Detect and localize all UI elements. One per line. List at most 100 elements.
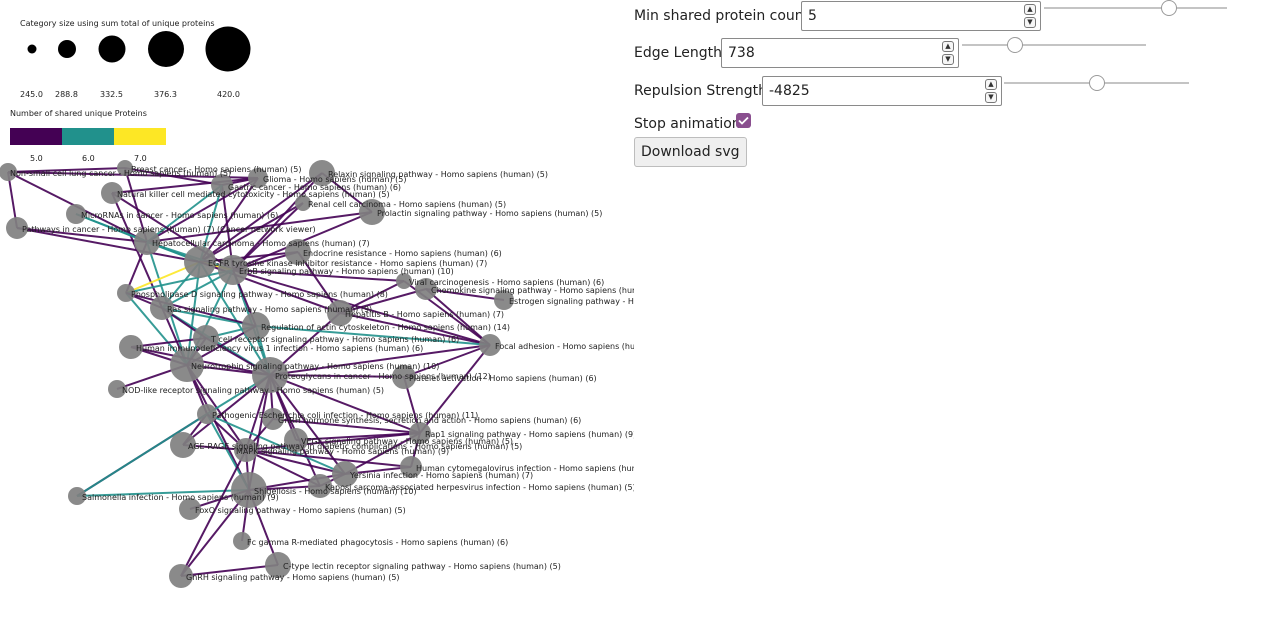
spin-up-icon[interactable]: ▲ [1024, 4, 1036, 15]
graph-node-gnrh[interactable] [169, 564, 193, 588]
size-legend-title: Category size using sum total of unique … [20, 19, 215, 28]
repulsion-row: Repulsion Strength [634, 79, 767, 103]
graph-edge [125, 292, 257, 327]
graph-node-fcgamma[interactable] [233, 532, 251, 550]
graph-node-egfr[interactable] [184, 246, 216, 278]
graph-node-focal[interactable] [479, 334, 501, 356]
color-legend-swatch-3 [114, 128, 166, 145]
graph-node-platelet[interactable] [392, 365, 416, 389]
graph-node-vegf[interactable] [284, 428, 308, 452]
graph-node-tcell[interactable] [193, 325, 219, 351]
graph-node-hepb[interactable] [327, 300, 353, 326]
edge-length-slider[interactable] [962, 37, 1146, 53]
min-shared-spinner[interactable]: ▲ ▼ [1024, 4, 1036, 28]
graph-node-pld[interactable] [117, 284, 135, 302]
graph-node-nod[interactable] [108, 380, 126, 398]
graph-node-label: Salmonella infection - Homo sapiens (hum… [82, 493, 279, 502]
size-legend-value-5: 420.0 [217, 90, 240, 99]
graph-node-gastric[interactable] [211, 174, 233, 196]
graph-edge [339, 288, 427, 314]
graph-node-label: Hepatitis B - Homo sapiens (human) (7) [345, 310, 504, 319]
graph-edge [76, 489, 250, 497]
graph-node-label: NOD-like receptor signaling pathway - Ho… [122, 386, 384, 395]
download-svg-button[interactable]: Download svg [634, 137, 747, 167]
graph-node-endocrine[interactable] [285, 239, 311, 265]
graph-node-nk[interactable] [101, 182, 123, 204]
graph-node-erbb[interactable] [218, 255, 248, 285]
graph-node-chemokine[interactable] [415, 278, 437, 300]
repulsion-input[interactable] [763, 77, 960, 105]
graph-node-label: ErbB signaling pathway - Homo sapiens (h… [239, 267, 454, 276]
graph-node-relaxin[interactable] [309, 160, 335, 186]
graph-edge [269, 374, 421, 434]
graph-node-hcmv[interactable] [400, 456, 422, 478]
graph-node-label: Human immunodeficiency virus 1 infection… [136, 344, 423, 353]
network-graph-svg[interactable]: Category size using sum total of unique … [0, 0, 634, 630]
spin-down-icon[interactable]: ▼ [985, 92, 997, 103]
repulsion-spinner[interactable]: ▲ ▼ [985, 79, 997, 103]
slider-thumb[interactable] [1089, 75, 1105, 91]
graph-node-salmonella[interactable] [68, 487, 86, 505]
graph-edge [186, 364, 250, 491]
graph-node-neuro[interactable] [170, 348, 204, 382]
graph-node-ctype[interactable] [265, 552, 291, 578]
graph-node-ras[interactable] [150, 296, 174, 320]
min-shared-input-box[interactable]: ▲ ▼ [801, 1, 1041, 31]
repulsion-input-box[interactable]: ▲ ▼ [762, 76, 1002, 106]
spin-up-icon[interactable]: ▲ [942, 41, 954, 52]
graph-node-proteo[interactable] [252, 357, 288, 393]
graph-node-nsclc[interactable] [0, 163, 17, 181]
graph-node-hiv[interactable] [119, 335, 143, 359]
slider-thumb[interactable] [1161, 0, 1177, 16]
graph-node-kshv[interactable] [308, 474, 332, 498]
color-legend-value-3: 7.0 [134, 154, 147, 163]
graph-node-label: Glioma - Homo sapiens (human) (5) [263, 175, 406, 184]
graph-edge [199, 251, 299, 263]
graph-node-hcc[interactable] [134, 229, 160, 255]
graph-node-actin[interactable] [242, 312, 270, 340]
graph-node-label: Kaposi sarcoma-associated herpesvirus in… [325, 483, 634, 492]
graph-node-age[interactable] [170, 432, 196, 458]
graph-node-viral[interactable] [396, 273, 412, 289]
edge-length-input[interactable] [722, 39, 917, 67]
graph-node-mapk[interactable] [234, 438, 258, 462]
slider-thumb[interactable] [1007, 37, 1023, 53]
spin-down-icon[interactable]: ▼ [1024, 17, 1036, 28]
spin-up-icon[interactable]: ▲ [985, 79, 997, 90]
graph-node-gnrh_syn[interactable] [262, 408, 284, 430]
graph-node-label: Viral carcinogenesis - Homo sapiens (hum… [409, 278, 604, 287]
graph-node-glioma[interactable] [248, 168, 268, 188]
color-legend-value-1: 5.0 [30, 154, 43, 163]
graph-node-breast[interactable] [117, 160, 133, 176]
controls-panel: Min shared protein count ▲ ▼ Edge Length… [634, 0, 1282, 200]
graph-node-renal[interactable] [295, 195, 311, 211]
graph-node-label: MAPK signaling pathway - Homo sapiens (h… [236, 447, 449, 456]
graph-node-estrogen[interactable] [494, 290, 514, 310]
network-graph[interactable]: Category size using sum total of unique … [0, 0, 634, 630]
stop-animation-checkbox[interactable] [736, 113, 751, 128]
graph-edge [199, 202, 304, 263]
size-legend-circle-5 [205, 26, 251, 72]
edge-length-spinner[interactable]: ▲ ▼ [942, 41, 954, 65]
graph-edge [124, 167, 223, 186]
graph-node-mirna[interactable] [66, 204, 86, 224]
min-shared-slider[interactable] [1044, 0, 1227, 16]
graph-node-ecoli[interactable] [197, 404, 217, 424]
graph-node-label: Fc gamma R-mediated phagocytosis - Homo … [247, 538, 508, 547]
edge-length-input-box[interactable]: ▲ ▼ [721, 38, 959, 68]
graph-node-pic[interactable] [6, 217, 28, 239]
spin-down-icon[interactable]: ▼ [942, 54, 954, 65]
graph-node-shigella[interactable] [231, 472, 267, 508]
repulsion-slider[interactable] [1004, 75, 1189, 91]
graph-node-yersinia[interactable] [332, 461, 358, 487]
graph-node-prolactin[interactable] [359, 199, 385, 225]
graph-edge [146, 184, 223, 243]
graph-node-label: Chemokine signaling pathway - Homo sapie… [431, 286, 634, 295]
graph-node-foxo[interactable] [179, 498, 201, 520]
graph-edge [419, 344, 491, 434]
graph-node-rap1[interactable] [409, 422, 431, 444]
min-shared-input[interactable] [802, 2, 999, 30]
graph-node-label: VEGF signaling pathway - Homo sapiens (h… [301, 437, 513, 446]
nodes-layer[interactable] [0, 160, 514, 588]
graph-node-label: Natural killer cell mediated cytotoxicit… [117, 190, 390, 199]
